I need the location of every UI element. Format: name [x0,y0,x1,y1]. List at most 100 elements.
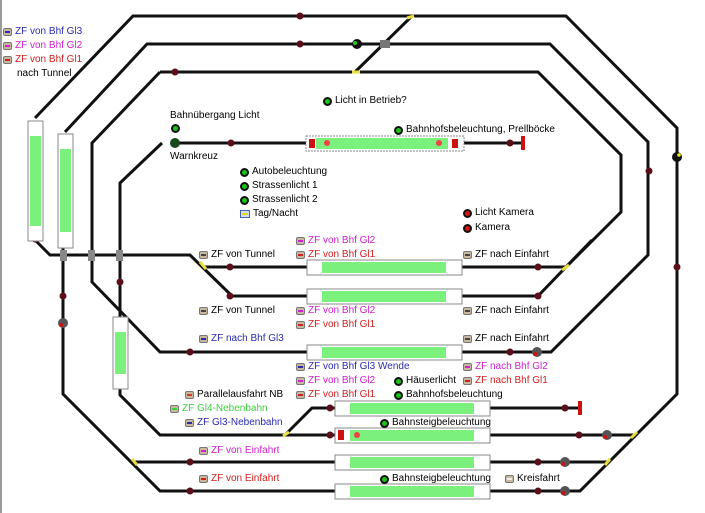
track-second-loop[interactable] [63,42,650,354]
route-icon [3,56,12,64]
station-tubes[interactable] [27,120,491,500]
route-zf-nach-einfahrt[interactable]: ZF nach Einfahrt [463,305,549,317]
label-text: ZF nach Bhf Gl2 [475,361,548,372]
light-indicator-icon [380,418,389,428]
route-zf-von-bhf-gl2[interactable]: ZF von Bhf Gl2 [3,40,82,52]
label-text: ZF von Bhf Gl1 [308,319,376,330]
route-zf-von-bhf-gl1[interactable]: ZF von Bhf Gl1 [296,249,375,261]
switch-markers [130,14,639,466]
light-indicator-icon [463,208,472,218]
light-indicator-icon [394,125,403,135]
light-strassenlicht-2[interactable]: Strassenlicht 2 [240,194,318,206]
route-zf-von-bhf-gl3[interactable]: ZF von Bhf Gl3 [3,26,82,38]
route-parallelausfahrt-nb[interactable]: Parallelausfahrt NB [185,389,283,401]
route-icon [296,391,305,399]
label-text: ZF nach Bhf Gl3 [211,333,284,344]
route-icon [185,419,194,427]
bahnuebergang-light-icon[interactable] [171,124,180,133]
light-indicator-icon [380,474,389,484]
route-zf-nach-bhf-gl3[interactable]: ZF nach Bhf Gl3 [199,333,284,345]
light-autobeleuchtung[interactable]: Autobeleuchtung [240,166,327,178]
label-text: Autobeleuchtung [252,166,328,177]
light-bahnsteigbeleuchtung[interactable]: Bahnsteigbeleuchtung [380,473,491,485]
route-zf-von-bhf-gl2[interactable]: ZF von Bhf Gl2 [296,375,375,387]
label-bahnuebergang-licht: Bahnübergang Licht [170,110,260,121]
light-indicator-icon [394,390,403,400]
label-text: Strassenlicht 2 [252,194,318,205]
light-bahnhofsbeleuchtung[interactable]: Bahnhofsbeleuchtung [394,389,503,401]
label-text: Parallelausfahrt NB [197,389,284,400]
track-crossings [60,250,123,261]
light-indicator-icon [240,167,249,177]
route-icon [199,307,208,315]
route-zf-von-bhf-gl2[interactable]: ZF von Bhf Gl2 [296,235,375,247]
light-bahnsteigbeleuchtung[interactable]: Bahnsteigbeleuchtung [380,417,491,429]
light-indicator-icon [240,195,249,205]
label-text: ZF von Bhf Gl2 [308,235,376,246]
route-kreisfahrt[interactable]: Kreisfahrt [505,473,560,485]
track-warnkreuz-link[interactable] [118,141,164,318]
track-third-loop-branch[interactable] [33,238,594,298]
track-siding-408[interactable] [283,406,580,437]
route-zf-gl3-nebenbahn[interactable]: ZF Gl3-Nebenbahn [185,417,283,429]
route-icon [296,377,305,385]
track-third-loop[interactable] [160,70,623,269]
route-zf-gl4-nebenbahn[interactable]: ZF Gl4-Nebenbahn [170,403,268,415]
label-warnkreuz: Warnkreuz [170,151,218,162]
toggle-tag-nacht[interactable]: Tag/Nacht [240,208,298,220]
label-text: Bahnsteigbeleuchtung [392,473,491,484]
light-licht-kamera[interactable]: Licht Kamera [463,207,534,219]
route-zf-von-einfahrt[interactable]: ZF von Einfahrt [199,473,279,485]
route-zf-nach-bhf-gl1[interactable]: ZF nach Bhf Gl1 [463,375,548,387]
track-outer-loop[interactable] [33,14,679,493]
route-zf-von-bhf-gl3-wende[interactable]: ZF von Bhf Gl3 Wende [296,361,410,373]
route-icon [505,475,514,483]
label-text: ZF von Bhf Gl1 [308,249,376,260]
light-licht-in-betrieb[interactable]: Licht in Betrieb? [323,95,407,107]
route-icon [296,307,305,315]
light-bahnhofsbeleuchtung-prellboecke[interactable]: Bahnhofsbeleuchtung, Prellböcke [394,124,555,136]
buffer-stops [521,136,582,415]
route-zf-von-bhf-gl1[interactable]: ZF von Bhf Gl1 [296,319,375,331]
route-zf-von-tunnel[interactable]: ZF von Tunnel [199,305,275,317]
route-zf-von-bhf-gl1[interactable]: ZF von Bhf Gl1 [3,54,82,66]
label-text: ZF Gl4-Nebenbahn [182,403,268,414]
label-text: Bahnsteigbeleuchtung [392,417,491,428]
label-text: Bahnhofsbeleuchtung [406,389,503,400]
light-strassenlicht-1[interactable]: Strassenlicht 1 [240,180,318,192]
label-text: ZF nach Einfahrt [475,249,549,260]
label-text: Licht Kamera [475,207,534,218]
light-kamera[interactable]: Kamera [463,222,510,234]
route-icon [463,363,472,371]
block-markers [31,12,681,495]
route-icon [296,363,305,371]
label-text: Strassenlicht 1 [252,180,318,191]
route-zf-von-einfahrt[interactable]: ZF von Einfahrt [199,445,279,457]
route-zf-von-bhf-gl1[interactable]: ZF von Bhf Gl1 [296,389,375,401]
route-zf-nach-einfahrt[interactable]: ZF nach Einfahrt [463,333,549,345]
label-text: ZF von Tunnel [211,249,275,260]
route-zf-von-tunnel[interactable]: ZF von Tunnel [199,249,275,261]
route-icon [463,377,472,385]
signals[interactable] [58,39,682,496]
route-zf-nach-einfahrt[interactable]: ZF nach Einfahrt [463,249,549,261]
route-zf-nach-bhf-gl2[interactable]: ZF nach Bhf Gl2 [463,361,548,373]
route-icon [199,251,208,259]
route-icon [3,28,12,36]
light-haeuserlicht[interactable]: Häuserlicht [394,375,456,387]
route-icon [185,391,194,399]
label-text: Kamera [475,222,511,233]
route-icon [296,321,305,329]
label-text: Bahnhofsbeleuchtung, Prellböcke [406,124,555,135]
label-text: Häuserlicht [406,375,457,386]
window-border [0,0,2,513]
route-icon [296,251,305,259]
route-zf-von-bhf-gl2[interactable]: ZF von Bhf Gl2 [296,305,375,317]
label-nach-tunnel: nach Tunnel [17,68,72,79]
route-icon [463,307,472,315]
route-icon [463,335,472,343]
light-indicator-icon [394,376,403,386]
route-icon [199,475,208,483]
label-text: ZF von Bhf Gl1 [15,54,83,65]
